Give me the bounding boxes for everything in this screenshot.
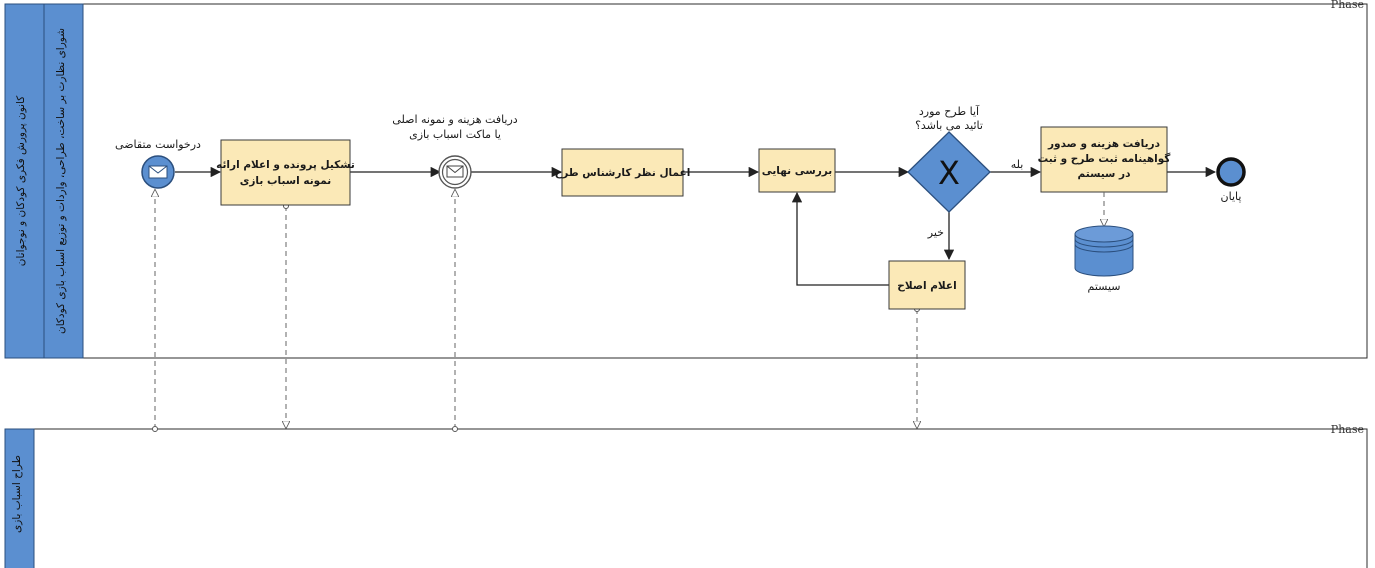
task-expert-review-label: اعمال نظر کارشناس طرح <box>555 167 691 179</box>
bottom-pool-frame <box>4 428 1368 568</box>
task-issue-certificate-line3: در سیستم <box>1078 168 1132 180</box>
intermediate-message-event[interactable]: دریافت هزینه و نمونه اصلی یا ماکت اسباب … <box>392 113 518 189</box>
task-final-review-label: بررسی نهایی <box>762 165 833 177</box>
task-final-review[interactable]: بررسی نهایی <box>758 148 836 193</box>
top-lane-label: شورای نظارت بر ساخت، طراحی، واردات و توز… <box>55 28 67 334</box>
message-flows <box>153 190 920 432</box>
top-pool-label: کانون پرورش فکری کودکان و نوجوانان <box>15 96 27 267</box>
bottom-pool: طراح اسباب بازی Phase <box>4 423 1368 568</box>
message-flow-origin <box>452 426 458 432</box>
data-store-label: سیستم <box>1088 280 1121 293</box>
gateway-no-label: خیر <box>927 226 944 239</box>
data-store-system[interactable]: سیستم <box>1074 225 1134 293</box>
envelope-icon <box>446 165 464 178</box>
flow-task4-back-to-task3 <box>791 191 889 286</box>
task-create-file[interactable]: تشکیل پرونده و اعلام ارائه نمونه اسباب ب… <box>216 139 355 206</box>
gateway-x-icon: X <box>938 154 960 192</box>
task-create-file-label-line2: نمونه اسباب بازی <box>240 175 332 187</box>
message-flow-origin <box>152 426 158 432</box>
end-event-label: پایان <box>1221 190 1242 203</box>
intermediate-event-label-line2: یا ماکت اسباب بازی <box>409 128 501 141</box>
sequence-flows <box>175 166 1217 286</box>
task-announce-correction-label: اعلام اصلاح <box>897 280 956 292</box>
gateway-yes-label: بله <box>1011 158 1024 171</box>
start-message-event[interactable]: درخواست متقاضی <box>115 138 201 189</box>
bottom-phase-label: Phase <box>1331 423 1364 436</box>
gateway-question-line1: آیا طرح مورد <box>919 104 980 118</box>
intermediate-event-label-line1: دریافت هزینه و نمونه اصلی <box>392 113 518 126</box>
gateway-question-line2: تائید می باشد؟ <box>915 119 983 132</box>
top-phase-label: Phase <box>1331 0 1364 11</box>
start-event-label: درخواست متقاضی <box>115 138 201 151</box>
task-expert-review[interactable]: اعمال نظر کارشناس طرح <box>555 148 691 197</box>
top-pool-header <box>4 3 45 359</box>
top-lane-header <box>43 3 84 359</box>
task-issue-certificate-line1: دریافت هزینه و صدور <box>1047 138 1161 150</box>
task-issue-certificate-line2: گواهینامه ثبت طرح و ثبت <box>1038 152 1172 165</box>
bottom-pool-label: طراح اسباب بازی <box>11 455 23 533</box>
task-create-file-label-line1: تشکیل پرونده و اعلام ارائه <box>216 159 355 171</box>
task-issue-certificate[interactable]: دریافت هزینه و صدور گواهینامه ثبت طرح و … <box>1038 126 1172 193</box>
bottom-pool-header <box>4 428 35 568</box>
exclusive-gateway[interactable]: X آیا طرح مورد تائید می باشد؟ بله خیر <box>907 104 1024 239</box>
task-announce-correction[interactable]: اعلام اصلاح <box>888 260 966 310</box>
top-pool: کانون پرورش فکری کودکان و نوجوانان شورای… <box>4 0 1368 359</box>
end-event[interactable]: پایان <box>1216 157 1246 203</box>
